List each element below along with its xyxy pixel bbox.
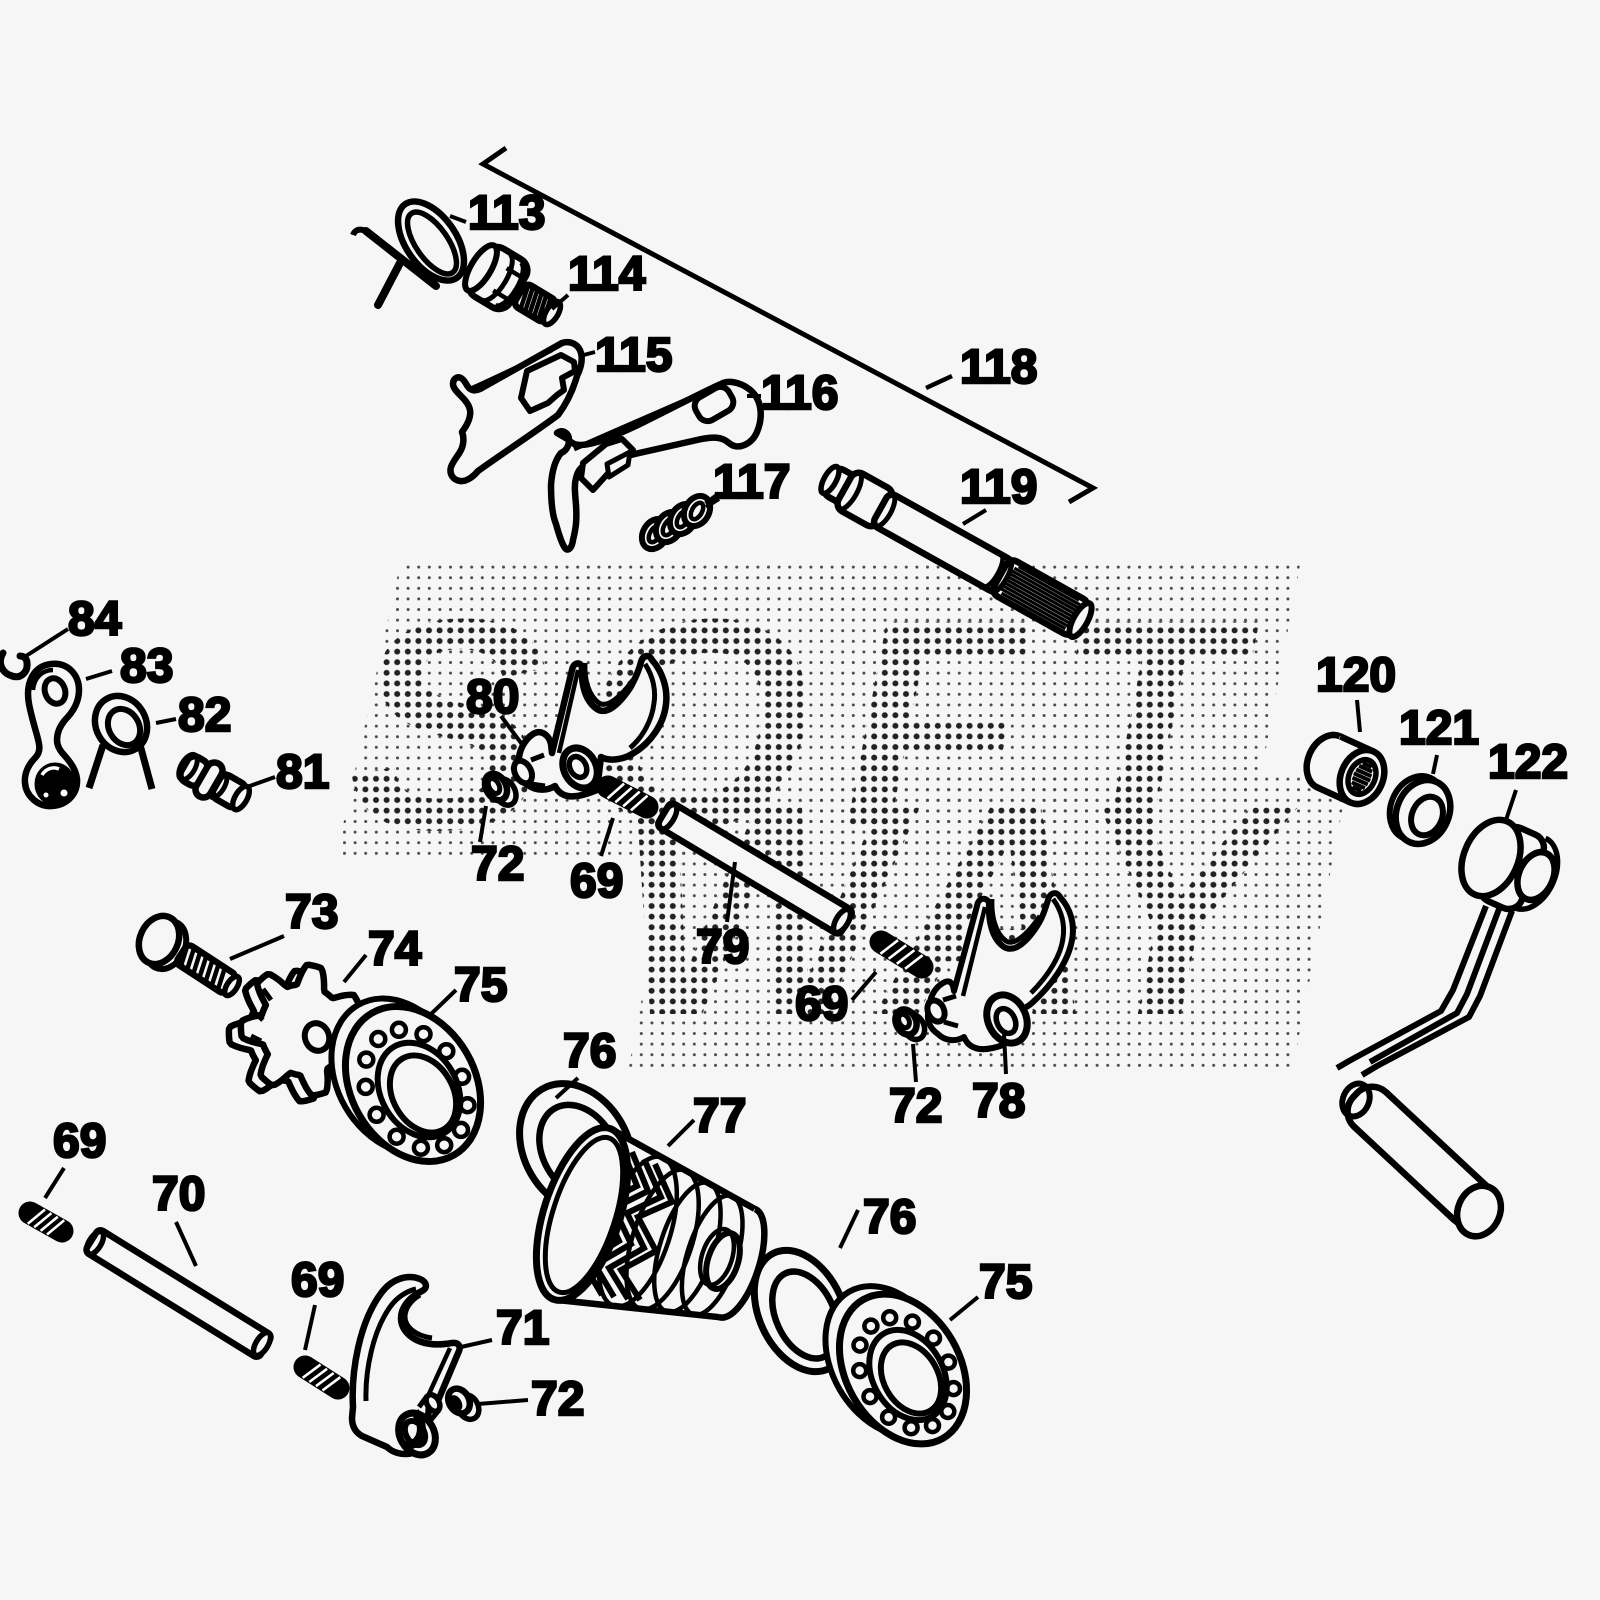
- svg-text:75: 75: [454, 959, 507, 1012]
- svg-text:74: 74: [368, 923, 422, 976]
- svg-text:69: 69: [570, 855, 623, 908]
- svg-text:75: 75: [979, 1256, 1032, 1309]
- svg-text:115: 115: [595, 329, 672, 382]
- svg-text:72: 72: [531, 1373, 584, 1426]
- svg-text:118: 118: [960, 341, 1037, 394]
- svg-text:82: 82: [178, 689, 231, 742]
- svg-text:69: 69: [795, 978, 848, 1031]
- svg-text:120: 120: [1316, 649, 1396, 702]
- svg-text:113: 113: [468, 187, 545, 240]
- svg-text:81: 81: [276, 746, 329, 799]
- svg-text:71: 71: [496, 1302, 549, 1355]
- svg-text:79: 79: [696, 921, 749, 974]
- svg-text:77: 77: [693, 1090, 746, 1143]
- svg-text:114: 114: [568, 248, 646, 301]
- svg-text:76: 76: [563, 1025, 616, 1078]
- svg-text:80: 80: [466, 671, 519, 724]
- svg-text:78: 78: [972, 1075, 1025, 1128]
- svg-text:69: 69: [53, 1115, 106, 1168]
- svg-text:122: 122: [1488, 736, 1568, 789]
- svg-text:84: 84: [68, 593, 122, 646]
- svg-text:69: 69: [291, 1254, 344, 1307]
- svg-text:72: 72: [889, 1080, 942, 1133]
- svg-text:83: 83: [120, 640, 173, 693]
- svg-text:SOFT: SOFT: [348, 556, 1261, 892]
- svg-text:70: 70: [152, 1168, 205, 1221]
- svg-text:72: 72: [471, 838, 524, 891]
- svg-text:119: 119: [960, 461, 1037, 514]
- svg-text:117: 117: [713, 456, 790, 509]
- svg-text:76: 76: [863, 1191, 916, 1244]
- svg-text:121: 121: [1399, 702, 1479, 755]
- svg-text:116: 116: [761, 367, 838, 420]
- svg-text:73: 73: [285, 886, 338, 939]
